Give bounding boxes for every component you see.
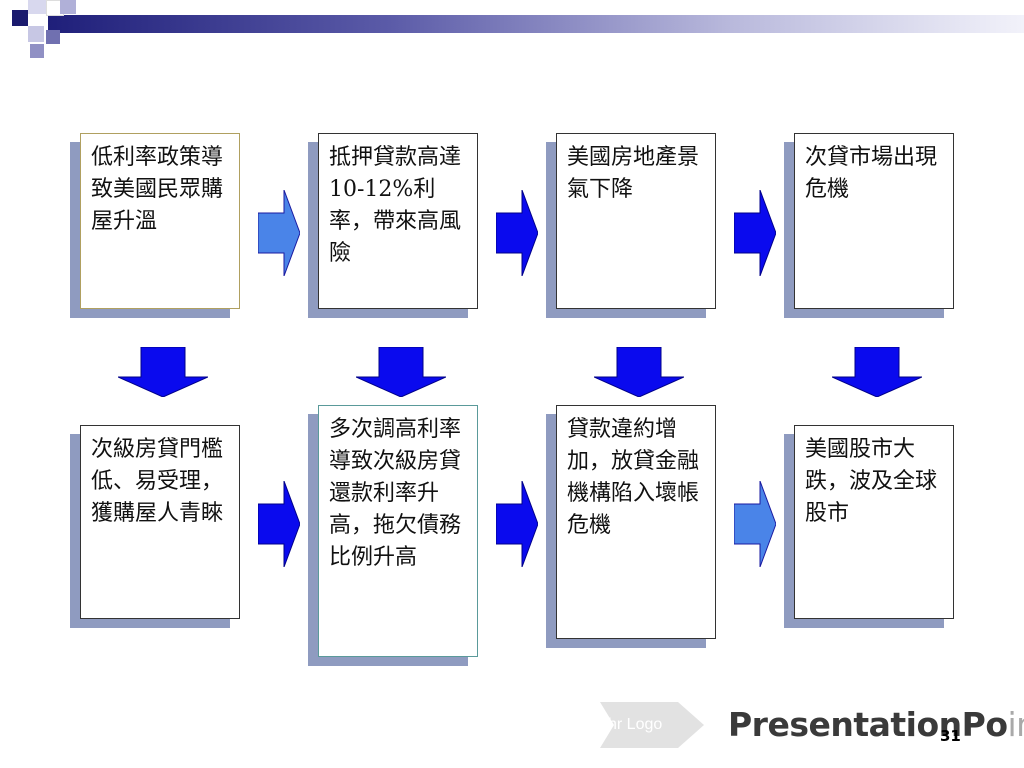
- flow-box-r1c4: 次貸市場出現危機: [794, 133, 954, 309]
- header-square: [30, 44, 44, 58]
- header-gradient-bar: [48, 15, 1024, 33]
- header-square: [46, 30, 60, 44]
- flow-box-text: 貸款違約增加，放貸金融機構陷入壞帳危機: [567, 417, 700, 538]
- down-arrow-icon: [832, 347, 922, 397]
- flow-box-r1c1: 低利率政策導致美國民眾購屋升溫: [80, 133, 240, 309]
- right-arrow-icon: [258, 190, 300, 276]
- flow-box-text: 抵押貸款高達10-12%利率，帶來高風險: [329, 145, 462, 266]
- page-number: 31: [940, 727, 961, 745]
- brand-tail-text: int: [1007, 705, 1024, 744]
- flow-box-r2c2: 多次調高利率導致次級房貸還款利率升高，拖欠債務比例升高: [318, 405, 478, 657]
- header-square: [28, 0, 46, 14]
- flow-box-text: 次貸市場出現危機: [805, 145, 938, 202]
- header-square: [60, 0, 76, 14]
- flow-box-r1c2: 抵押貸款高達10-12%利率，帶來高風險: [318, 133, 478, 309]
- brand-main-text: PresentationPo: [728, 705, 1008, 744]
- flow-box-text: 美國股市大跌，波及全球股市: [805, 437, 938, 526]
- flow-box-text: 美國房地產景氣下降: [567, 145, 700, 202]
- flow-box-text: 低利率政策導致美國民眾購屋升溫: [91, 145, 224, 234]
- flow-box-r1c3: 美國房地產景氣下降: [556, 133, 716, 309]
- presentationpoint-logo: PresentationPoint: [728, 705, 1024, 744]
- flow-box-text: 多次調高利率導致次級房貸還款利率升高，拖欠債務比例升高: [329, 417, 462, 570]
- flow-box-r2c1: 次級房貸門檻低、易受理，獲購屋人青睞: [80, 425, 240, 619]
- right-arrow-icon: [496, 190, 538, 276]
- header-square: [28, 26, 44, 42]
- flow-box-text: 次級房貸門檻低、易受理，獲購屋人青睞: [91, 437, 224, 526]
- down-arrow-icon: [118, 347, 208, 397]
- right-arrow-icon: [734, 481, 776, 567]
- header-square: [12, 10, 28, 26]
- down-arrow-icon: [594, 347, 684, 397]
- right-arrow-icon: [734, 190, 776, 276]
- right-arrow-icon: [258, 481, 300, 567]
- logo-placeholder: hr Logo: [608, 716, 663, 733]
- footer-chevron-icon: [600, 702, 704, 748]
- flow-box-r2c4: 美國股市大跌，波及全球股市: [794, 425, 954, 619]
- down-arrow-icon: [356, 347, 446, 397]
- right-arrow-icon: [496, 481, 538, 567]
- flow-box-r2c3: 貸款違約增加，放貸金融機構陷入壞帳危機: [556, 405, 716, 639]
